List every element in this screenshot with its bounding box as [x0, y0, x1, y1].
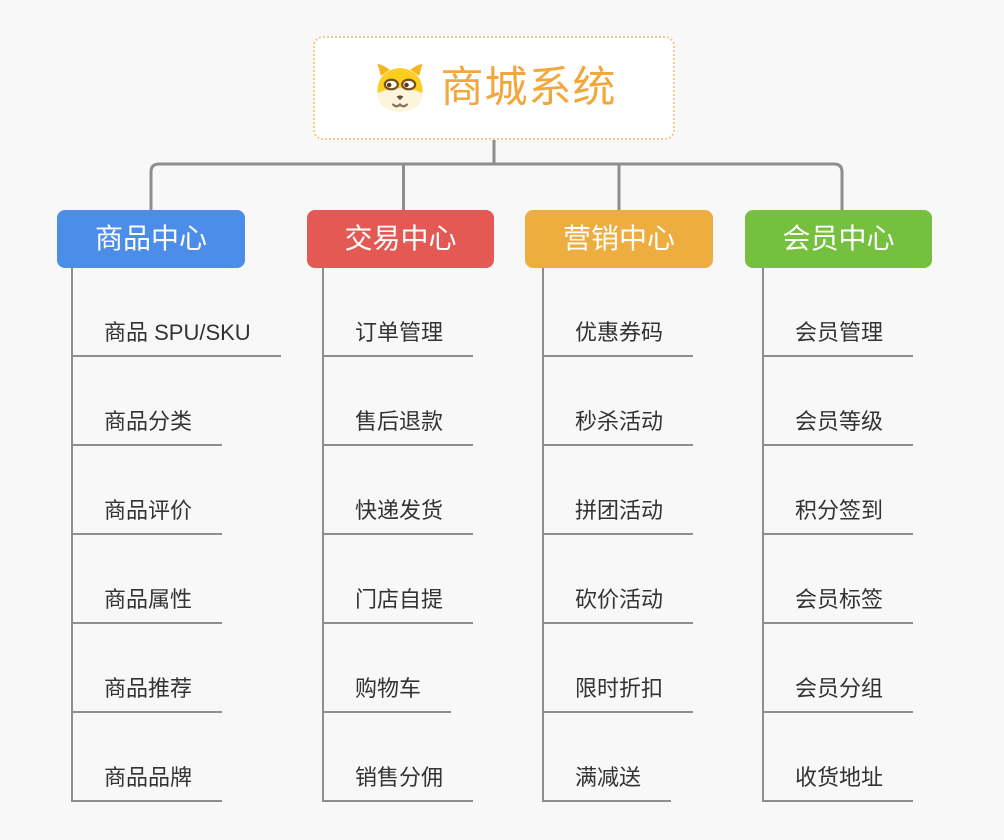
- leaf-node[interactable]: 售后退款: [322, 409, 474, 446]
- leaf-node[interactable]: 订单管理: [322, 320, 474, 357]
- branch-node-trade-center[interactable]: 交易中心: [307, 210, 494, 268]
- leaf-node[interactable]: 会员等级: [762, 409, 914, 446]
- leaf-node[interactable]: 会员管理: [762, 320, 914, 357]
- leaf-node[interactable]: 商品品牌: [71, 765, 223, 802]
- leaf-node[interactable]: 满减送: [542, 765, 672, 802]
- leaf-node[interactable]: 快递发货: [322, 498, 474, 535]
- leaf-node[interactable]: 秒杀活动: [542, 409, 694, 446]
- leaf-node[interactable]: 积分签到: [762, 498, 914, 535]
- dog-face-icon: [376, 63, 423, 112]
- branch-node-member-center[interactable]: 会员中心: [745, 210, 932, 268]
- leaf-node[interactable]: 砍价活动: [542, 587, 694, 624]
- branch-node-product-center[interactable]: 商品中心: [57, 210, 245, 268]
- leaf-node[interactable]: 拼团活动: [542, 498, 694, 535]
- leaf-node[interactable]: 会员标签: [762, 587, 914, 624]
- leaf-node[interactable]: 会员分组: [762, 676, 914, 713]
- root-node-mall-system[interactable]: 商城系统: [313, 36, 675, 140]
- leaf-node[interactable]: 购物车: [322, 676, 452, 713]
- branch-node-marketing-center[interactable]: 营销中心: [525, 210, 713, 268]
- leaf-node[interactable]: 商品评价: [71, 498, 223, 535]
- leaf-node[interactable]: 销售分佣: [322, 765, 474, 802]
- leaf-node[interactable]: 优惠券码: [542, 320, 694, 357]
- leaf-node[interactable]: 商品属性: [71, 587, 223, 624]
- leaf-node[interactable]: 门店自提: [322, 587, 474, 624]
- leaf-node[interactable]: 商品 SPU/SKU: [71, 320, 281, 357]
- leaf-node[interactable]: 商品分类: [71, 409, 223, 446]
- leaf-node[interactable]: 收货地址: [762, 765, 914, 802]
- leaf-node[interactable]: 商品推荐: [71, 676, 223, 713]
- leaf-node[interactable]: 限时折扣: [542, 676, 694, 713]
- root-node-title: 商城系统: [440, 64, 617, 112]
